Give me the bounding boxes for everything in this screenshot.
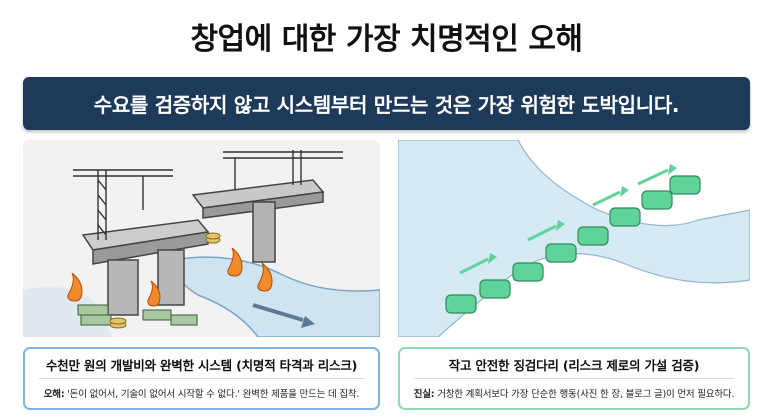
unfinished-bridge-illustration [23,140,381,338]
stepping-stones-illustration [397,139,751,338]
misconception-label: 오해: [43,389,65,400]
stepping-stones-icon [397,139,751,338]
page-title: 창업에 대한 가장 치명적인 오해 [190,22,583,57]
misconception-card: 수천만 원의 개발비와 완벽한 시스템 (치명적 타격과 리스크) 오해: '돈… [23,347,380,410]
money-icon [77,304,198,326]
truth-card: 작고 안전한 징검다리 (리스크 제로의 가설 검증) 진실: 거창한 계획서보… [398,347,750,410]
banner-text: 수요를 검증하지 않고 시스템부터 만드는 것은 가장 위험한 도박입니다. [93,93,680,117]
unfinished-bridge-icon [23,140,381,338]
truth-text: 거창한 계획서보다 가장 단순한 행동(사진 한 장, 블로그 글)이 먼저 필… [437,389,735,400]
stepping-stone-icon [445,175,701,314]
misconception-card-description: 오해: '돈이 없어서, 기술이 없어서 시작할 수 없다.' 완벽한 제품을 … [25,386,378,400]
truth-card-description: 진실: 거창한 계획서보다 가장 단순한 행동(사진 한 장, 블로그 글)이 … [400,386,748,400]
headline-banner: 수요를 검증하지 않고 시스템부터 만드는 것은 가장 위험한 도박입니다. [23,77,750,130]
fire-icon [67,247,273,307]
truth-card-title: 작고 안전한 징검다리 (리스크 제로의 가설 검증) [448,358,700,373]
misconception-text: '돈이 없어서, 기술이 없어서 시작할 수 없다.' 완벽한 제품을 만드는 … [67,389,360,400]
divider [39,378,364,379]
divider [414,378,734,379]
truth-label: 진실: [413,389,435,400]
misconception-card-title: 수천만 원의 개발비와 완벽한 시스템 (치명적 타격과 리스크) [45,358,358,373]
growth-arrow-icon [459,168,669,275]
